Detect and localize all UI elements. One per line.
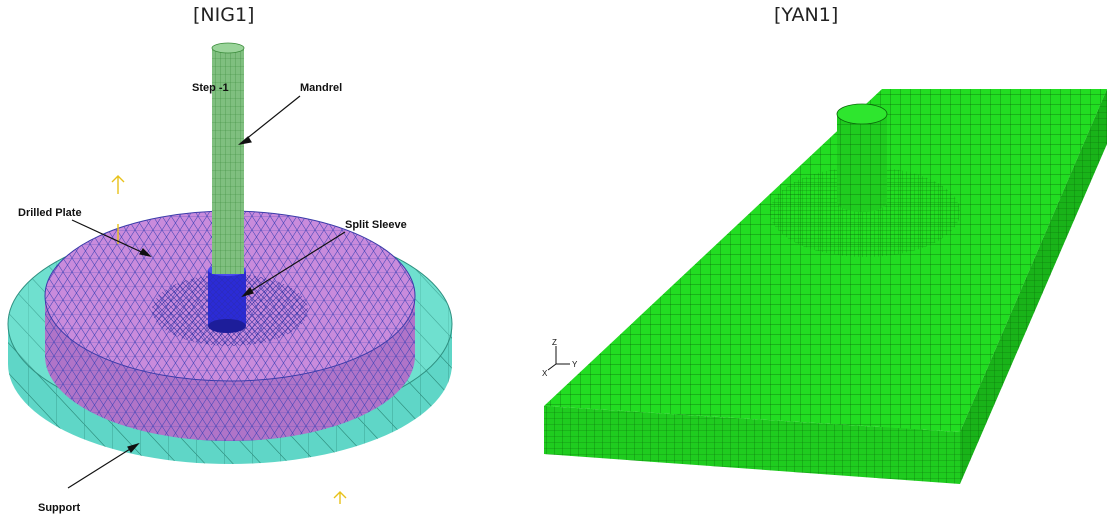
split-sleeve <box>208 264 246 333</box>
mandrel-label: Mandrel <box>300 82 342 94</box>
figure-caption-right: [YAN1] <box>774 4 839 26</box>
axis-triad <box>547 346 570 371</box>
figure-caption-left: [NIG1] <box>193 4 255 26</box>
pin-top <box>836 103 888 212</box>
mandrel <box>211 42 245 274</box>
plate-top-face <box>544 89 1107 432</box>
axis-x-label: X <box>542 369 548 378</box>
step-label: Step -1 <box>192 82 229 94</box>
axis-z-label: Z <box>552 338 557 347</box>
fe-model-left-svg: Step -1 Mandrel Drilled Plate Split Slee… <box>7 42 453 514</box>
drilled-plate-label: Drilled Plate <box>18 207 82 219</box>
plate-side-face <box>960 89 1107 484</box>
cold-expansion-model-figure: Step -1 Mandrel Drilled Plate Split Slee… <box>0 34 480 519</box>
leader-lines <box>67 95 346 489</box>
plate-front-face <box>544 406 960 484</box>
support-label: Support <box>38 502 80 514</box>
axis-y-label: Y <box>572 360 578 369</box>
fe-model-right-svg: Z Y X <box>542 89 1107 484</box>
drilled-plate <box>44 210 416 441</box>
hex-mesh-plate-figure: Z Y X <box>530 34 1107 519</box>
split-sleeve-label: Split Sleeve <box>345 219 407 231</box>
